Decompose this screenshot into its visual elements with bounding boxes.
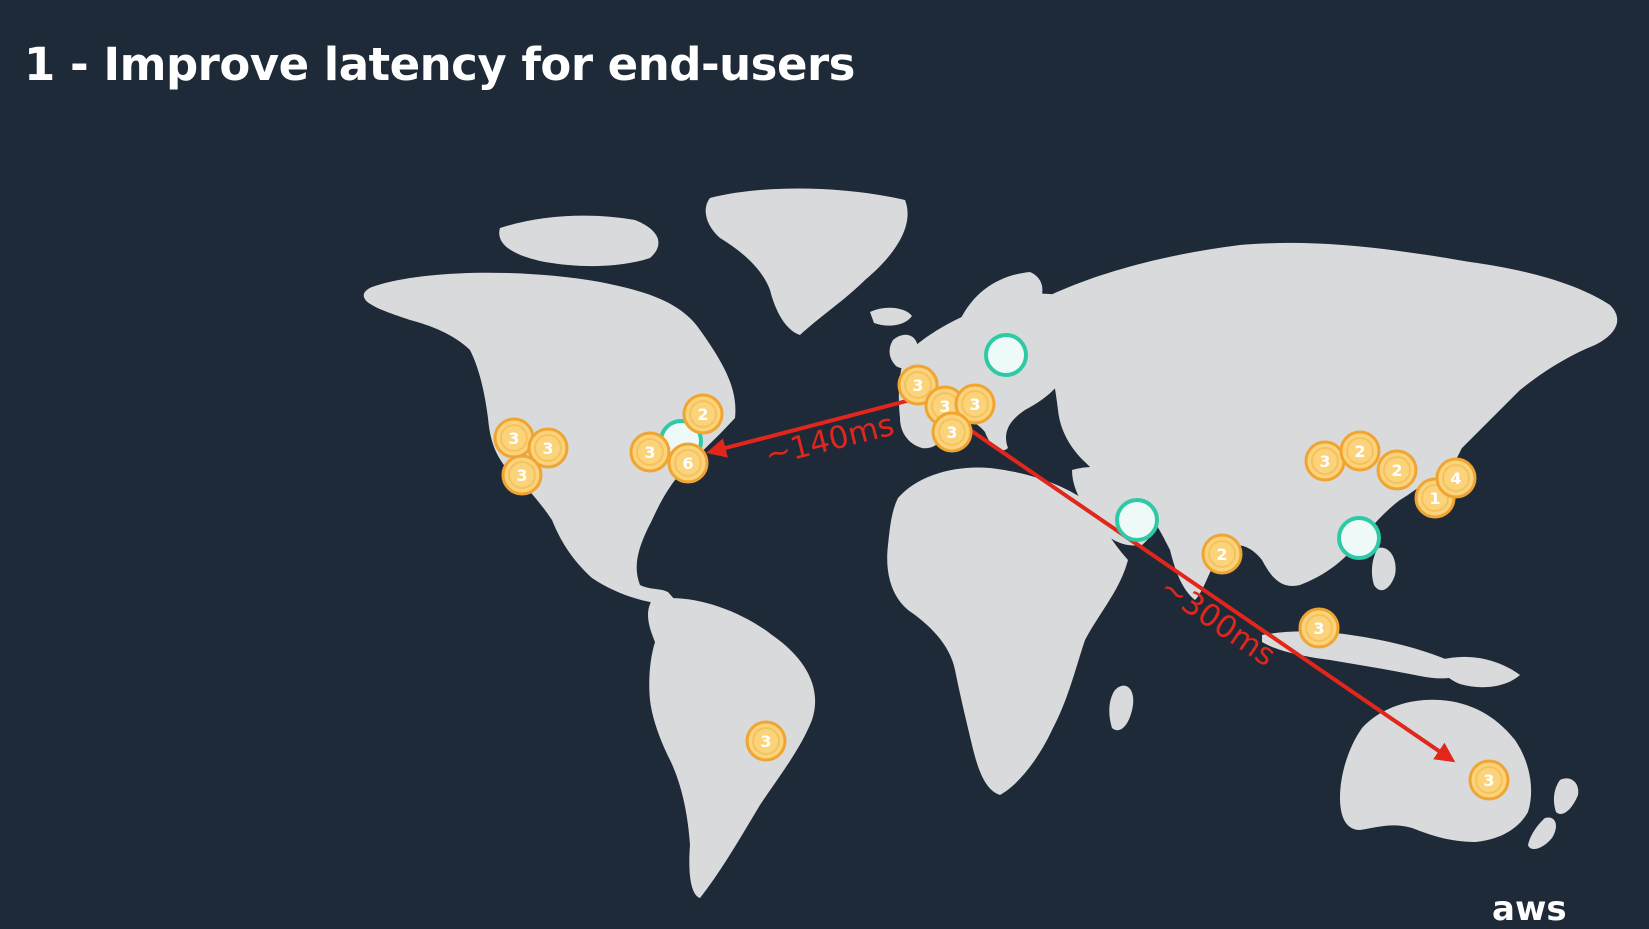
latency-label-europe-to-australia: ~300ms: [1153, 570, 1282, 674]
edge-marker-ring: [500, 424, 528, 452]
aws-logo: aws: [1492, 889, 1567, 929]
edge-marker-europe-a[interactable]: 3: [897, 364, 939, 406]
edge-marker-brazil[interactable]: 3: [745, 720, 787, 762]
edge-marker-ring: [1346, 437, 1374, 465]
iceland: [870, 307, 912, 326]
edge-marker-ring: [1442, 464, 1470, 492]
edge-marker-ring: [689, 400, 717, 428]
edge-marker-ring: [1305, 614, 1333, 642]
latency-label-europe-to-us-east: ~140ms: [761, 407, 897, 474]
edge-marker-ring: [534, 434, 562, 462]
edge-marker-ring: [636, 438, 664, 466]
latency-arrow-europe-to-us-east: [706, 395, 923, 458]
edge-marker-australia[interactable]: 3: [1468, 759, 1510, 801]
edge-marker-ring: [674, 449, 702, 477]
edge-marker-korea[interactable]: 2: [1376, 449, 1418, 491]
edge-marker-count: 3: [760, 732, 771, 751]
edge-marker-ring: [1383, 456, 1411, 484]
edge-marker-ring: [904, 371, 932, 399]
new-zealand: [1553, 778, 1579, 815]
edge-marker-japan-b[interactable]: 4: [1435, 457, 1477, 499]
arctic-islands: [499, 215, 659, 267]
edge-marker-count: 2: [697, 405, 708, 424]
edge-marker-count: 3: [912, 376, 923, 395]
australia: [1340, 699, 1532, 842]
region-marker-stockholm[interactable]: [984, 333, 1028, 377]
edge-marker-india[interactable]: 2: [1201, 533, 1243, 575]
edge-marker-count: 3: [516, 466, 527, 485]
edge-marker-ring: [752, 727, 780, 755]
edge-marker-europe-c[interactable]: 3: [954, 383, 996, 425]
uk: [889, 334, 918, 369]
philippines: [1371, 547, 1396, 591]
latency-arrow-europe-to-australia: [920, 395, 1456, 763]
edge-marker-count: 4: [1450, 469, 1461, 488]
greenland: [705, 188, 908, 335]
indonesia: [1262, 631, 1465, 679]
africa: [887, 467, 1128, 795]
edge-marker-count: 6: [682, 454, 693, 473]
edge-marker-china-a[interactable]: 3: [1304, 440, 1346, 482]
edge-marker-count: 3: [939, 397, 950, 416]
edge-marker-count: 3: [1319, 452, 1330, 471]
edge-marker-count: 3: [1313, 619, 1324, 638]
edge-marker-china-b[interactable]: 2: [1339, 430, 1381, 472]
edge-marker-singapore[interactable]: 3: [1298, 607, 1340, 649]
region-marker-middle-east[interactable]: [1115, 498, 1159, 542]
edge-marker-count: 1: [1429, 489, 1440, 508]
edge-marker-us-west-3[interactable]: 3: [501, 454, 543, 496]
edge-marker-count: 2: [1216, 545, 1227, 564]
edge-marker-count: 3: [969, 395, 980, 414]
edge-marker-us-east-c[interactable]: 6: [667, 442, 709, 484]
edge-marker-us-east-a[interactable]: 2: [682, 393, 724, 435]
asia: [1037, 242, 1618, 600]
edge-marker-europe-d[interactable]: 3: [931, 411, 973, 453]
new-guinea: [1439, 656, 1520, 688]
edge-marker-ring: [508, 461, 536, 489]
scandinavia: [960, 272, 1043, 330]
madagascar: [1109, 685, 1134, 731]
edge-marker-count: 2: [1391, 461, 1402, 480]
edge-marker-count: 3: [946, 423, 957, 442]
new-zealand-south: [1528, 817, 1556, 850]
edge-marker-us-west-1[interactable]: 3: [493, 417, 535, 459]
continents: [363, 188, 1618, 898]
edge-marker-us-east-b[interactable]: 3: [629, 431, 671, 473]
south-america: [648, 598, 816, 898]
edge-marker-ring: [1421, 484, 1449, 512]
edge-marker-ring: [938, 418, 966, 446]
edge-marker-ring: [1311, 447, 1339, 475]
aws-regions: [659, 333, 1381, 560]
edge-marker-count: 3: [508, 429, 519, 448]
edge-marker-ring: [961, 390, 989, 418]
edge-marker-count: 3: [644, 443, 655, 462]
edge-marker-count: 2: [1354, 442, 1365, 461]
edge-marker-us-west-2[interactable]: 3: [527, 427, 569, 469]
slide-title: 1 - Improve latency for end-users: [24, 38, 855, 91]
region-marker-hong-kong[interactable]: [1337, 516, 1381, 560]
edge-marker-count: 3: [1483, 771, 1494, 790]
japan: [1418, 414, 1469, 495]
edge-marker-ring: [1208, 540, 1236, 568]
edge-marker-ring: [1475, 766, 1503, 794]
edge-marker-count: 3: [542, 439, 553, 458]
